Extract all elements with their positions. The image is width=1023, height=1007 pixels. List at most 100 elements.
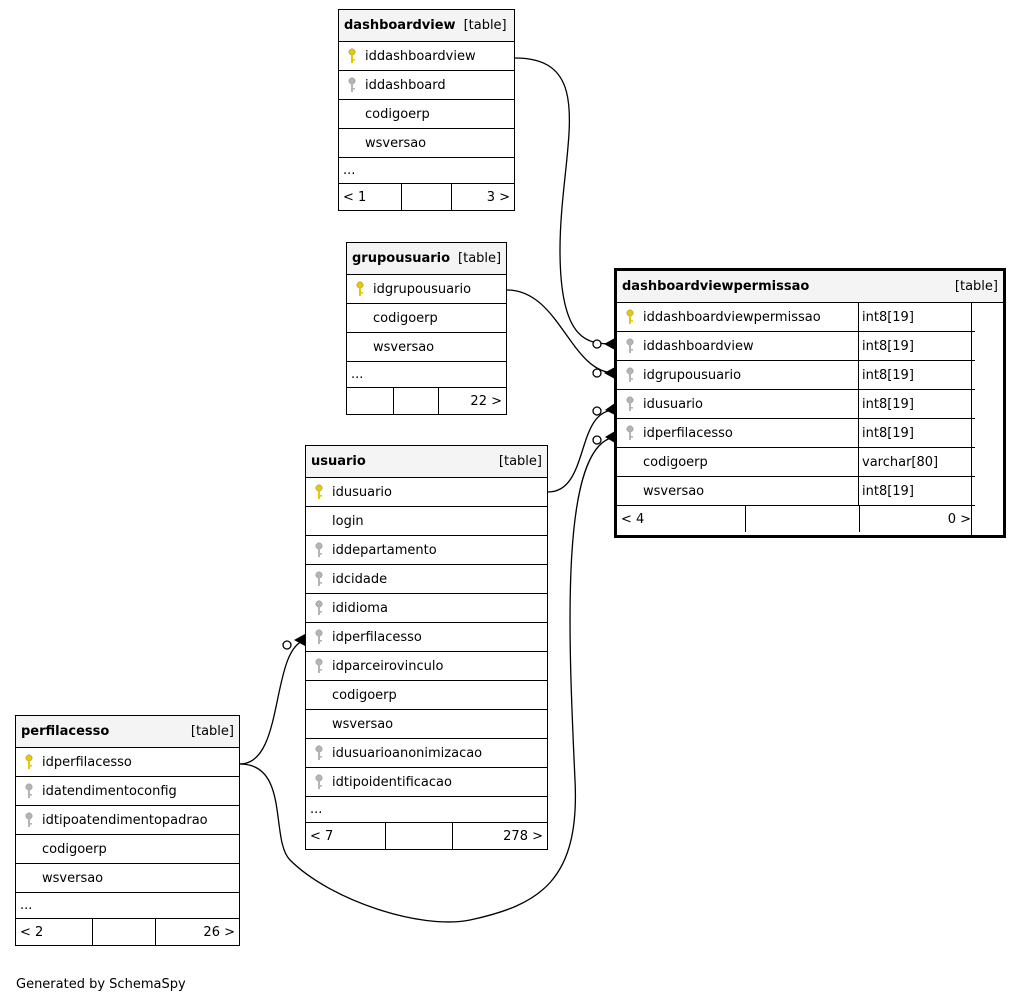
column-type: varchar[80] [858, 448, 970, 476]
column-name: iddashboardviewpermissao [643, 309, 821, 325]
column-row[interactable]: codigoerp [347, 304, 506, 333]
column-row[interactable]: idusuarioanonimizacao [306, 739, 547, 768]
foreign-key-icon [16, 812, 42, 828]
crowfoot-arrow [294, 634, 305, 646]
edge-dashboardview-permissao [514, 57, 616, 345]
footer-children[interactable]: 26 > [203, 924, 235, 940]
column-name: idperfilacesso [332, 629, 422, 645]
column-row[interactable]: idperfilacesso [16, 748, 239, 777]
footer-parents[interactable]: < 2 [16, 919, 93, 945]
column-row[interactable]: idperfilacesso [306, 623, 547, 652]
footer-children[interactable]: 278 > [503, 828, 543, 844]
foreign-key-icon [617, 425, 643, 441]
column-row[interactable]: idatendimentoconfig [16, 777, 239, 806]
table-name: usuario [311, 454, 366, 469]
column-name: login [332, 513, 364, 529]
edge-end-circle [592, 339, 602, 349]
table-header: dashboardview [table] [339, 10, 514, 42]
footer-parents[interactable]: < 1 [339, 184, 402, 210]
foreign-key-icon [339, 77, 365, 93]
column-row[interactable]: idcidade [306, 565, 547, 594]
column-row[interactable]: iddashboardview int8[19] [617, 332, 975, 361]
column-row[interactable]: iddashboardview [339, 42, 514, 71]
column-row[interactable]: codigoerp [16, 835, 239, 864]
footer-children[interactable]: 3 > [486, 189, 510, 205]
column-row[interactable]: idtipoatendimentopadrao [16, 806, 239, 835]
table-dashboardviewpermissao[interactable]: dashboardviewpermissao [table] iddashboa… [614, 268, 1006, 538]
table-header: usuario [table] [306, 446, 547, 478]
column-row[interactable]: ididioma [306, 594, 547, 623]
footer-children[interactable]: 22 > [470, 393, 502, 409]
footer-parents[interactable] [347, 388, 394, 414]
column-row[interactable]: iddepartamento [306, 536, 547, 565]
column-name: idperfilacesso [643, 425, 733, 441]
table-name: dashboardview [344, 18, 456, 33]
footer-mid [93, 919, 156, 945]
column-row[interactable]: wsversao [16, 864, 239, 893]
table-dashboardview[interactable]: dashboardview [table] iddashboardview idd… [338, 9, 515, 211]
edge-end-circle [592, 435, 602, 445]
table-tag: [table] [498, 454, 542, 469]
column-name: iddashboardview [643, 338, 754, 354]
column-type: int8[19] [858, 332, 970, 360]
column-row[interactable]: codigoerp varchar[80] [617, 448, 975, 477]
column-row[interactable]: idgrupousuario [347, 275, 506, 304]
column-name: idparceirovinculo [332, 658, 444, 674]
column-row[interactable]: idparceirovinculo [306, 652, 547, 681]
column-row[interactable]: wsversao [347, 333, 506, 362]
column-row[interactable]: iddashboard [339, 71, 514, 100]
column-row[interactable]: codigoerp [306, 681, 547, 710]
foreign-key-icon [16, 783, 42, 799]
column-row[interactable]: wsversao [339, 129, 514, 158]
table-footer: < 1 3 > [339, 184, 514, 210]
foreign-key-icon [617, 396, 643, 412]
crowfoot-arrow [605, 403, 615, 415]
footer-children[interactable]: 0 > [947, 511, 971, 527]
column-name: iddepartamento [332, 542, 437, 558]
foreign-key-icon [306, 542, 332, 558]
foreign-key-icon [617, 367, 643, 383]
table-header: grupousuario [table] [347, 243, 506, 275]
column-name: codigoerp [365, 106, 430, 122]
column-type: int8[19] [858, 477, 970, 505]
footer-mid [394, 388, 439, 414]
foreign-key-icon [617, 338, 643, 354]
column-name: codigoerp [332, 687, 397, 703]
foreign-key-icon [306, 571, 332, 587]
edge-perfilacesso-usuario [239, 639, 306, 765]
footer-parents[interactable]: < 7 [306, 823, 386, 849]
table-header: perfilacesso [table] [16, 716, 239, 748]
column-name: codigoerp [42, 841, 107, 857]
more-columns: ... [347, 362, 506, 388]
table-usuario[interactable]: usuario [table] idusuario login iddepartam… [305, 445, 548, 850]
footer-mid [386, 823, 453, 849]
generated-by-note: Generated by SchemaSpy [16, 977, 186, 992]
column-name: codigoerp [643, 454, 708, 470]
column-row[interactable]: login [306, 507, 547, 536]
column-row[interactable]: codigoerp [339, 100, 514, 129]
column-name: idusuario [332, 484, 392, 500]
column-name: ididioma [332, 600, 388, 616]
foreign-key-icon [306, 629, 332, 645]
table-name: grupousuario [352, 251, 451, 266]
column-name: iddashboardview [365, 48, 476, 64]
table-tag: [table] [190, 724, 234, 739]
column-row[interactable]: idtipoidentificacao [306, 768, 547, 797]
column-name: wsversao [332, 716, 394, 732]
table-name: dashboardviewpermissao [622, 279, 810, 294]
footer-mid [402, 184, 452, 210]
table-tag: [table] [458, 251, 502, 266]
column-name: idtipoatendimentopadrao [42, 812, 208, 828]
table-footer: < 7 278 > [306, 823, 547, 849]
footer-parents[interactable]: < 4 [617, 506, 746, 532]
column-row[interactable]: idusuario [306, 478, 547, 507]
column-row[interactable]: wsversao [306, 710, 547, 739]
